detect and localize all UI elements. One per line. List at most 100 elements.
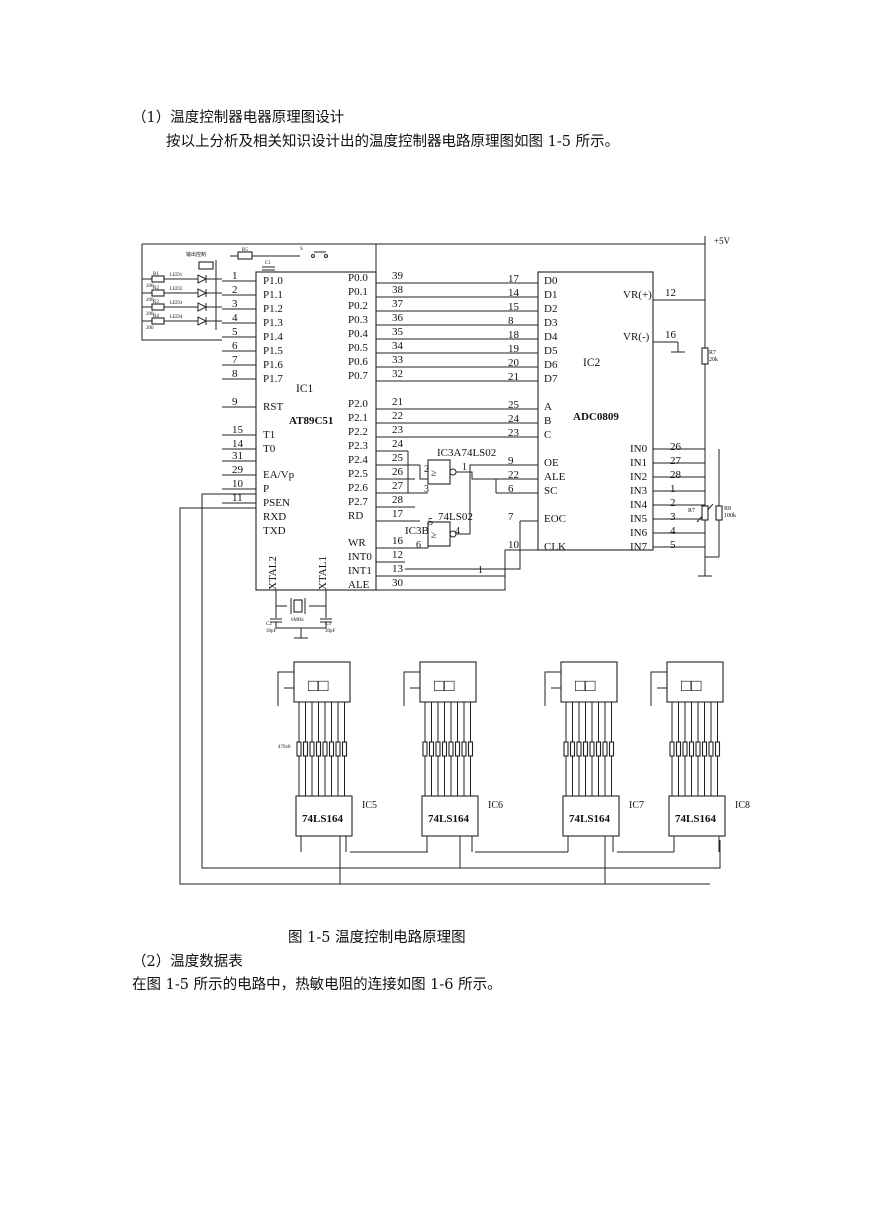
nor-gate-a (427, 459, 451, 485)
seven-seg-display-2 (419, 661, 477, 703)
led-resistor (151, 317, 165, 325)
serial-clock-wire (201, 493, 721, 869)
paragraph-1: 按以上分析及相关知识设计出的温度控制器电路原理图如图 1-5 所示。 (166, 134, 620, 150)
ic1-pin-number: 31 (232, 450, 243, 462)
resistor-r7 (701, 347, 709, 365)
ic2-pin-number: 8 (508, 315, 514, 327)
segment-resistor (428, 741, 435, 757)
ic1-pin-name: P0.5 (348, 342, 368, 354)
ic2-pin-name: A (544, 401, 552, 413)
ic2-in-pin-name: IN2 (630, 471, 647, 483)
ic2-pin-name: CLK (544, 541, 566, 553)
ic2-pin-number: 22 (508, 469, 519, 481)
figure-caption: 图 1-5 温度控制电路原理图 (288, 930, 466, 946)
driver-ref: IC5 (362, 800, 377, 811)
ic1-pin-number: 23 (392, 424, 404, 436)
ic1-pin-number: 11 (232, 492, 243, 504)
ic1-pin-number: 9 (232, 396, 238, 408)
shift-register-1 (295, 795, 353, 837)
wire (141, 244, 222, 341)
ic2-in-pin-name: IN6 (630, 527, 648, 539)
gate-a-out-to-ale (456, 471, 538, 480)
ic2-part: ADC0809 (573, 411, 619, 423)
segment-resistor (602, 741, 608, 757)
ic2-pin-number: 6 (508, 483, 514, 495)
gate-pin: 2 (424, 464, 429, 475)
ic1-pin-number: 7 (232, 354, 238, 366)
ic2-in-pin-number: 28 (670, 469, 682, 481)
ic1-pin-name: P0.1 (348, 286, 368, 298)
ic1-pin-number: 38 (392, 284, 404, 296)
ic1-pin-number: 21 (392, 396, 403, 408)
ic2-ref-pin-number: 12 (665, 287, 676, 299)
ic1-body (255, 271, 377, 591)
ic3a-label: IC3A74LS02 (437, 447, 496, 459)
ic1-pin-number: 24 (392, 438, 404, 450)
ic1-pin-name: P2.3 (348, 440, 368, 452)
ic1-pin-number: 39 (392, 270, 404, 282)
led-icon (197, 288, 208, 298)
ic1-pin-number: 26 (392, 466, 404, 478)
xtal2-label: XTAL2 (267, 556, 279, 590)
ic2-pin-number: 7 (508, 511, 514, 523)
segment-resistor (582, 741, 589, 757)
r5-label: R5 (242, 248, 248, 253)
ic2-in-pin-number: 5 (670, 539, 676, 551)
gate-bubble (449, 468, 457, 476)
resistor-label: R3 (153, 300, 159, 305)
paragraph-2: 在图 1-5 所示的电路中，热敏电阻的连接如图 1-6 所示。 (132, 977, 502, 993)
digit-glyph: □□ (575, 676, 596, 695)
ic2-pin-number: 15 (508, 301, 520, 313)
led-resistor (151, 275, 165, 283)
driver-part: 74LS164 (428, 813, 469, 825)
xtal-wire (309, 590, 327, 607)
ic2-in-pin-name: IN1 (630, 457, 647, 469)
ic1-pin-number: 29 (232, 464, 244, 476)
ic2-in-pin-name: IN0 (630, 443, 648, 455)
segment-resistor (322, 741, 328, 757)
segment-resistor (701, 741, 708, 757)
ic1-pin-name: TXD (263, 525, 286, 537)
segment-resistor (576, 741, 582, 757)
ic2-pin-name: EOC (544, 513, 566, 525)
driver-ref: IC8 (735, 800, 750, 811)
ic2-in-pin-number: 1 (670, 483, 676, 495)
r7-value: 20k (709, 357, 718, 363)
ic1-pin-name: P2.2 (348, 426, 368, 438)
segment-resistor (435, 741, 441, 757)
seven-seg-display-3 (560, 661, 618, 703)
ic1-pin-number: 16 (392, 535, 404, 547)
ic2-pin-name: C (544, 429, 551, 441)
resistor-value: 200 (146, 326, 154, 331)
ic2-pin-name: D4 (544, 331, 558, 343)
ic2-ref-pin-number: 16 (665, 329, 677, 341)
ic1-pin-number: 30 (392, 577, 404, 589)
ic1-pin-number: 1 (232, 270, 238, 282)
output-control-label: 输出控制 (186, 251, 206, 258)
wire (544, 671, 561, 706)
ic1-pin-number: 12 (392, 549, 403, 561)
clk-wire (490, 549, 538, 591)
driver-ref: IC7 (629, 800, 644, 811)
ic2-ref-pin-name: VR(-) (623, 331, 650, 343)
ic1-pin-name: T1 (263, 429, 275, 441)
ic1-pin-name: EA/Vp (263, 469, 295, 481)
ic1-pin-number: 22 (392, 410, 403, 422)
ic2-pin-name: D6 (544, 359, 558, 371)
resistor-label: R4 (153, 314, 159, 319)
ic1-pin-name: P2.1 (348, 412, 368, 424)
ic2-pin-number: 19 (508, 343, 520, 355)
resistor-value: 200 (146, 312, 154, 317)
resistor-r5 (237, 251, 253, 260)
ic1-pin-name: INT1 (348, 565, 372, 577)
nor-gate-b (427, 521, 451, 547)
segment-resistor (675, 741, 682, 757)
crystal-label: 6MHz (291, 618, 305, 623)
ic2-in-pin-number: 3 (670, 511, 676, 523)
ic2-in-pin-number: 4 (670, 525, 676, 537)
ic1-pin-name: P2.6 (348, 482, 368, 494)
ic1-pin-name: P2.4 (348, 454, 368, 466)
ic2-pin-name: D7 (544, 373, 558, 385)
wire (650, 671, 667, 706)
ic2-pin-number: 9 (508, 455, 514, 467)
